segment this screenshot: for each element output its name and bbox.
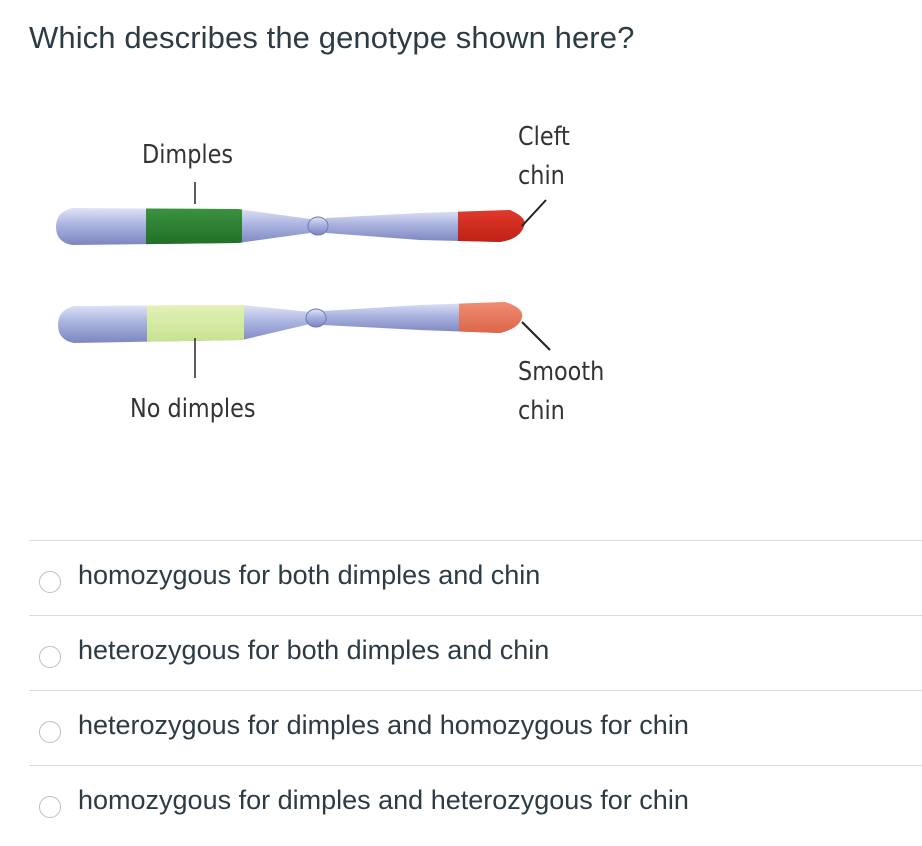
answer-option-1[interactable]: homozygous for both dimples and chin bbox=[29, 540, 922, 615]
smooth-label-line1: Smooth bbox=[518, 357, 605, 387]
smooth-chin-leader-line bbox=[521, 321, 551, 351]
cleft-chin-leader-line bbox=[521, 199, 547, 227]
dimples-label: Dimples bbox=[142, 140, 234, 170]
chromosome-bottom bbox=[58, 302, 523, 343]
answer-label[interactable]: homozygous for dimples and heterozygous … bbox=[78, 785, 689, 815]
cleft-label-line2: chin bbox=[518, 161, 565, 191]
smooth-label-line2: chin bbox=[518, 396, 565, 426]
chromosome-top bbox=[56, 208, 525, 245]
cleft-chin-allele-band bbox=[458, 210, 525, 242]
centromere-top bbox=[307, 216, 329, 236]
answer-option-3[interactable]: heterozygous for dimples and homozygous … bbox=[29, 690, 922, 765]
smooth-chin-allele-band bbox=[459, 302, 523, 333]
radio-button[interactable] bbox=[39, 796, 61, 818]
chromosome-pair-illustration bbox=[56, 182, 551, 378]
radio-button[interactable] bbox=[39, 571, 61, 593]
answer-list: homozygous for both dimples and chin het… bbox=[29, 540, 922, 840]
answer-label[interactable]: heterozygous for dimples and homozygous … bbox=[78, 710, 689, 740]
answer-option-4[interactable]: homozygous for dimples and heterozygous … bbox=[29, 765, 922, 840]
answer-label[interactable]: homozygous for both dimples and chin bbox=[78, 560, 541, 590]
answer-label[interactable]: heterozygous for both dimples and chin bbox=[78, 635, 550, 665]
chromosome-diagram: Dimples Cleft chin No dimples Smooth chi… bbox=[0, 100, 922, 460]
cleft-label-line1: Cleft bbox=[518, 122, 570, 152]
no-dimples-allele-band bbox=[147, 305, 244, 343]
answer-option-2[interactable]: heterozygous for both dimples and chin bbox=[29, 615, 922, 690]
radio-button[interactable] bbox=[39, 646, 61, 668]
no-dimples-label: No dimples bbox=[130, 394, 256, 424]
question-text: Which describes the genotype shown here? bbox=[29, 20, 635, 55]
dimples-allele-band bbox=[146, 208, 242, 245]
radio-button[interactable] bbox=[39, 721, 61, 743]
centromere-bottom bbox=[305, 308, 327, 328]
